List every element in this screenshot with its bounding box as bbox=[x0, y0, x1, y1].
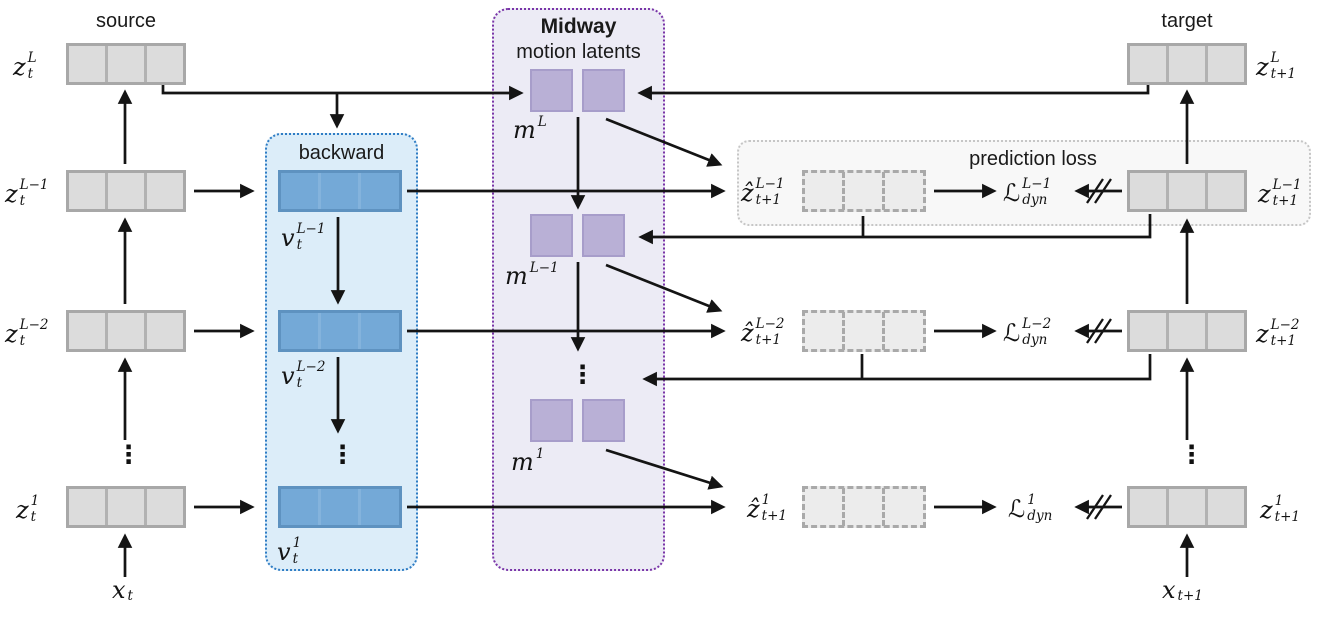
target-column-title: target bbox=[1161, 10, 1213, 32]
source-latent-box-L bbox=[66, 43, 186, 85]
prediction-loss-title: prediction loss bbox=[969, 148, 1097, 170]
velocity-box-L1 bbox=[278, 170, 402, 212]
velocity-box-1 bbox=[278, 486, 402, 528]
target-latent-box-1 bbox=[1127, 486, 1247, 528]
motion-latent-square bbox=[582, 399, 625, 442]
source-column-title: source bbox=[95, 10, 157, 32]
motion-latent-square bbox=[582, 69, 625, 112]
stop-gradient-slash-icon bbox=[1086, 318, 1112, 344]
motion-latent-square bbox=[530, 214, 573, 257]
midway-title: Midway bbox=[540, 15, 617, 38]
predicted-latent-box-1 bbox=[802, 486, 926, 528]
ellipsis-midway: ⋮ bbox=[570, 360, 595, 389]
source-latent-box-L1 bbox=[66, 170, 186, 212]
arrow-source-zL-to-mL bbox=[161, 85, 524, 101]
target-latent-box-L1 bbox=[1127, 170, 1247, 212]
target-latent-box-L bbox=[1127, 43, 1247, 85]
ellipsis-source-column: ⋮ bbox=[116, 440, 141, 469]
backward-title: backward bbox=[298, 142, 385, 164]
source-latent-box-1 bbox=[66, 486, 186, 528]
predicted-latent-box-L2 bbox=[802, 310, 926, 352]
arrow-target-zL-to-mL bbox=[637, 85, 1150, 101]
predicted-latent-box-L1 bbox=[802, 170, 926, 212]
motion-latent-square bbox=[530, 399, 573, 442]
target-latent-box-L2 bbox=[1127, 310, 1247, 352]
motion-latent-square bbox=[582, 214, 625, 257]
ellipsis-target-column: ⋮ bbox=[1179, 440, 1204, 469]
stop-gradient-slash-icon bbox=[1086, 494, 1112, 520]
source-latent-box-L2 bbox=[66, 310, 186, 352]
motion-latent-square bbox=[530, 69, 573, 112]
midway-subtitle: motion latents bbox=[516, 41, 641, 63]
velocity-box-L2 bbox=[278, 310, 402, 352]
arrow-zL2-target-to-dots bbox=[642, 354, 1152, 387]
ellipsis-backward: ⋮ bbox=[330, 440, 355, 469]
